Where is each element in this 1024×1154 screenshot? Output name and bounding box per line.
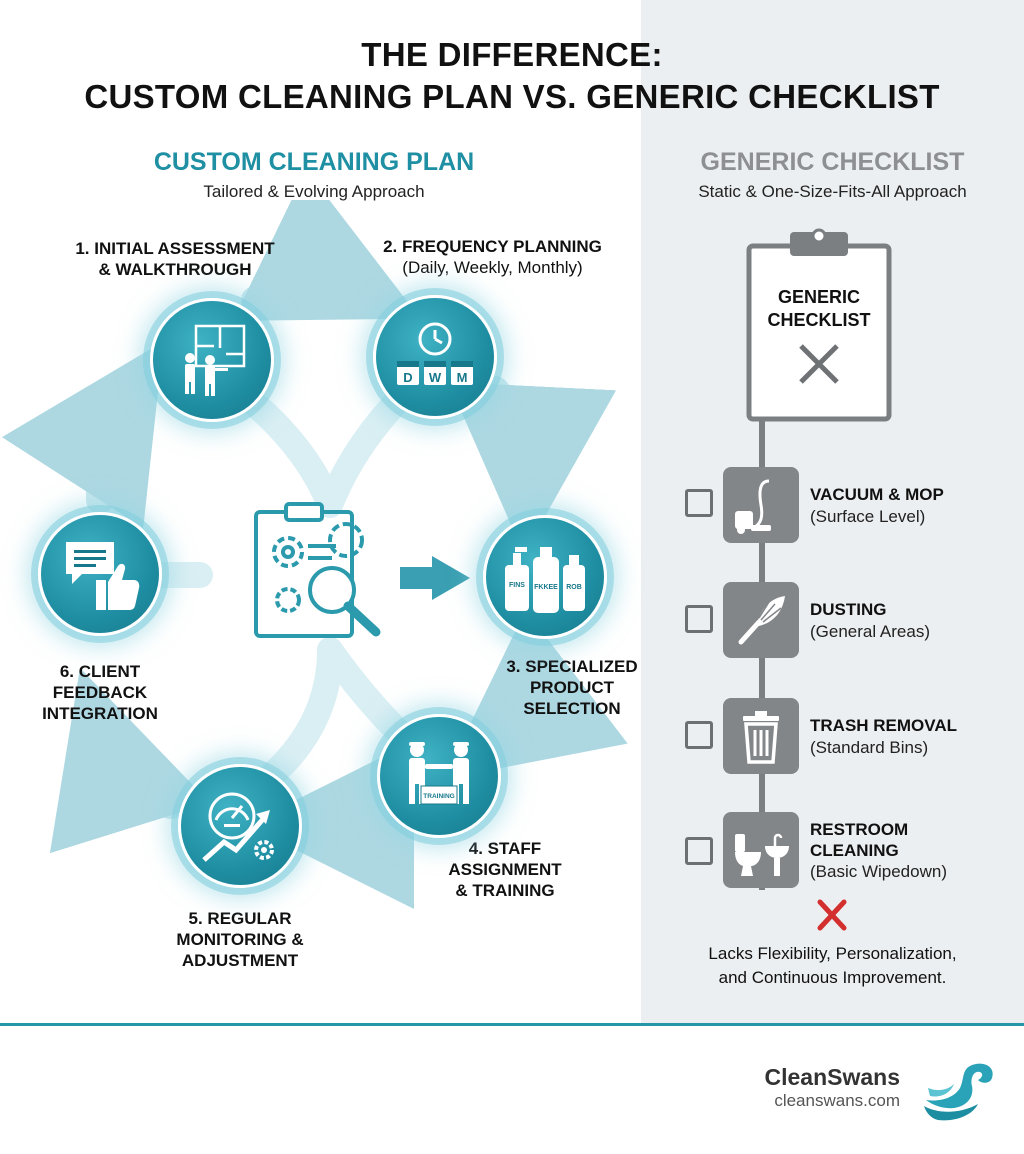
clipboard-title-line-1: GENERIC: [778, 287, 860, 307]
checkbox-trash[interactable]: [685, 721, 713, 749]
step-6-node: [38, 512, 162, 636]
vacuum-icon: [735, 479, 771, 534]
arrow-4-to-5: [246, 740, 415, 909]
step-3-label: 3. SPECIALIZED PRODUCT SELECTION: [506, 657, 638, 718]
brand-name: CleanSwans: [764, 1064, 901, 1090]
page-title-line-1: THE DIFFERENCE:: [361, 36, 663, 73]
task-trash-title: TRASH REMOVAL: [810, 716, 958, 735]
generic-conclusion: Lacks Flexibility, Personalization, and …: [708, 944, 957, 987]
step-2-node: D W M: [373, 295, 497, 419]
step-5-node: [178, 764, 302, 888]
step-6-label: 6. CLIENT FEEDBACK INTEGRATION: [42, 662, 158, 723]
step-5-label: 5. REGULAR MONITORING & ADJUSTMENT: [176, 909, 304, 970]
calendar-month-letter: M: [457, 370, 468, 385]
trash-icon-tile: [723, 698, 799, 774]
calendar-week-letter: W: [429, 370, 442, 385]
custom-plan-heading: CUSTOM CLEANING PLAN: [153, 148, 475, 176]
task-vacuum-title: VACUUM & MOP: [810, 485, 944, 504]
task-restroom-note: (Basic Wipedown): [810, 862, 947, 881]
step-3-node: FINS FKKEE ROB: [483, 515, 607, 639]
restroom-icon-tile: [723, 812, 799, 888]
brand-url[interactable]: cleanswans.com: [774, 1091, 900, 1110]
task-trash-note: (Standard Bins): [810, 738, 929, 757]
walkthrough-icon: [185, 324, 246, 396]
step-1-label: 1. INITIAL ASSESSMENT & WALKTHROUGH: [75, 239, 275, 279]
footer-divider: [0, 1023, 1024, 1026]
task-restroom-title: RESTROOM CLEANING: [810, 820, 909, 860]
calendar-clock-icon: D W M: [397, 322, 473, 385]
staff-training-icon: TRAINING: [409, 742, 469, 805]
clipboard-title-line-2: CHECKLIST: [768, 310, 871, 330]
product-label-2: FKKEE: [534, 584, 558, 591]
arrow-1-to-2: [232, 200, 421, 321]
monitoring-gauge-icon: [202, 792, 274, 862]
task-dusting-note: (General Areas): [810, 622, 930, 641]
step-1-node: [150, 298, 274, 422]
clipboard-gears-magnifier-icon: [254, 502, 381, 638]
arrow-2-to-3: [448, 376, 617, 554]
arrow-3-to-4: [443, 610, 628, 780]
checkbox-vacuum[interactable]: [685, 489, 713, 517]
red-x-icon: [817, 899, 847, 931]
training-board-text: TRAINING: [423, 793, 454, 800]
vacuum-icon-tile: [723, 467, 799, 543]
toilet-sink-icon: [735, 833, 789, 876]
custom-plan-subheading: Tailored & Evolving Approach: [203, 182, 425, 201]
generic-checklist-heading: GENERIC CHECKLIST: [700, 148, 965, 176]
product-label-1: FINS: [509, 582, 525, 589]
step-2-label: 2. FREQUENCY PLANNING (Daily, Weekly, Mo…: [383, 237, 602, 277]
generic-clipboard-icon: GENERIC CHECKLIST: [746, 228, 892, 422]
feedback-thumbs-up-icon: [66, 542, 140, 610]
trash-bin-icon: [743, 711, 779, 764]
clipboard-x-icon: [799, 344, 839, 384]
task-vacuum-note: (Surface Level): [810, 507, 926, 526]
task-dusting-title: DUSTING: [810, 600, 887, 619]
duster-icon-tile: [723, 582, 799, 658]
checkbox-dusting[interactable]: [685, 605, 713, 633]
step-4-node: TRAINING: [377, 714, 501, 838]
generic-checklist-subheading: Static & One-Size-Fits-All Approach: [698, 182, 967, 201]
cleaning-products-icon: FINS FKKEE ROB: [505, 547, 585, 613]
arrow-6-to-1: [1, 341, 164, 529]
swan-logo: [924, 1063, 993, 1121]
product-label-3: ROB: [566, 584, 582, 591]
checkbox-restroom[interactable]: [685, 837, 713, 865]
step-4-label: 4. STAFF ASSIGNMENT & TRAINING: [448, 839, 562, 900]
feather-duster-icon: [738, 596, 785, 645]
page-title-line-2: CUSTOM CLEANING PLAN VS. GENERIC CHECKLI…: [84, 78, 940, 115]
arrow-5-to-6: [49, 667, 211, 854]
calendar-day-letter: D: [403, 370, 412, 385]
